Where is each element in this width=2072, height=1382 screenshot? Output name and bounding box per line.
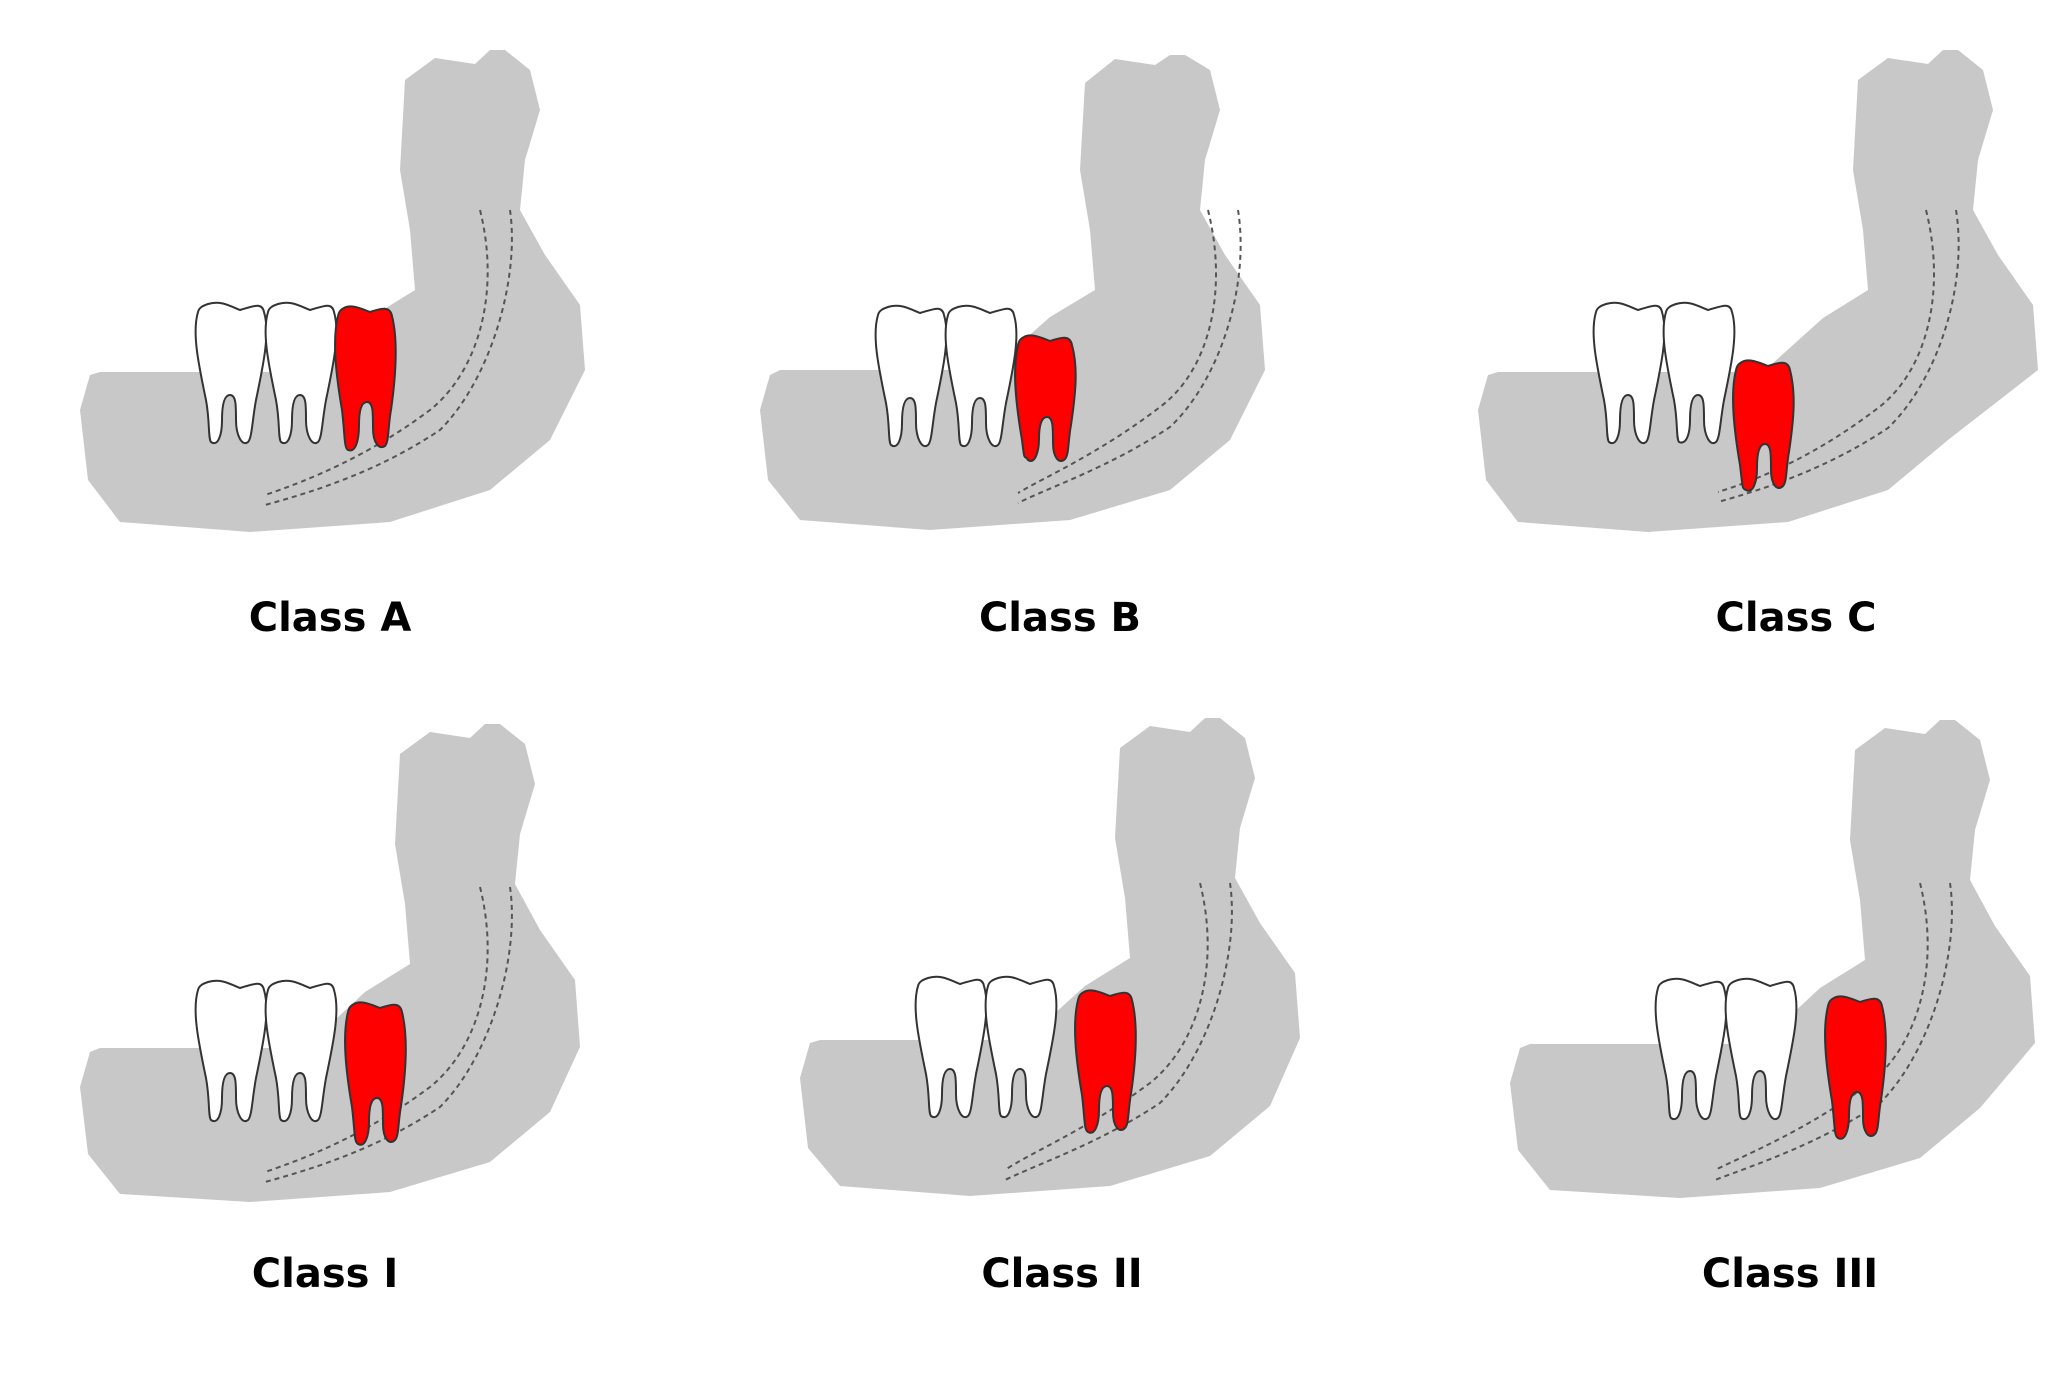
panel-class-ii: Class II xyxy=(800,718,1490,1378)
second-premolar-tooth xyxy=(914,975,988,1119)
caption-class-i: Class I xyxy=(251,1251,399,1297)
first-molar-tooth xyxy=(1662,301,1736,445)
third-molar-tooth xyxy=(1824,995,1887,1140)
jaw-diagram-class-ii xyxy=(800,718,1300,1196)
jaw-diagram-class-b xyxy=(760,55,1265,530)
first-molar-tooth xyxy=(1724,977,1798,1121)
mandible-bone xyxy=(800,718,1300,1196)
jaw-diagram-class-c xyxy=(1478,50,2038,532)
third-molar-tooth xyxy=(1014,334,1077,462)
nerve-canal-upper xyxy=(1004,882,1233,1181)
nerve-canal-upper xyxy=(264,886,513,1183)
first-molar-tooth xyxy=(984,975,1058,1119)
nerve-canal-lower xyxy=(1717,209,1935,493)
first-molar-tooth xyxy=(944,304,1018,448)
caption-class-b: Class B xyxy=(978,595,1142,641)
caption-class-iii: Class III xyxy=(1701,1251,1879,1297)
panel-class-a: Class A xyxy=(80,50,770,710)
second-premolar-tooth xyxy=(1654,977,1728,1121)
mandible-bone xyxy=(80,50,585,532)
jaw-diagram-class-i xyxy=(80,724,580,1202)
nerve-canal-upper xyxy=(264,209,513,506)
panel-class-iii: Class III xyxy=(1510,718,2072,1378)
first-molar-tooth xyxy=(264,301,338,445)
mandible-bone xyxy=(1510,720,2035,1198)
third-molar-tooth xyxy=(1732,359,1795,492)
nerve-canal-lower xyxy=(1017,209,1217,494)
third-molar-tooth xyxy=(344,1001,407,1146)
second-premolar-tooth xyxy=(874,304,948,448)
panel-class-b: Class B xyxy=(760,55,1450,715)
second-premolar-tooth xyxy=(194,301,268,445)
second-premolar-tooth xyxy=(1592,301,1666,445)
nerve-canal-lower xyxy=(264,886,489,1173)
jaw-diagram-class-a xyxy=(80,50,585,532)
mandible-bone xyxy=(760,55,1265,530)
jaw-diagram-class-iii xyxy=(1510,720,2035,1198)
nerve-canal-lower xyxy=(264,209,489,496)
panel-class-i: Class I xyxy=(80,722,770,1382)
caption-class-ii: Class II xyxy=(981,1251,1143,1297)
third-molar-tooth xyxy=(334,305,397,452)
nerve-canal-upper xyxy=(1017,209,1242,504)
nerve-canal-lower xyxy=(1004,882,1209,1171)
panel-class-c: Class C xyxy=(1478,50,2072,710)
caption-class-a: Class A xyxy=(248,595,412,641)
caption-class-c: Class C xyxy=(1715,595,1877,641)
first-molar-tooth xyxy=(264,979,338,1123)
mandible-bone xyxy=(80,724,580,1202)
nerve-canal-upper xyxy=(1717,209,1960,503)
third-molar-tooth xyxy=(1074,989,1137,1134)
second-premolar-tooth xyxy=(194,979,268,1123)
